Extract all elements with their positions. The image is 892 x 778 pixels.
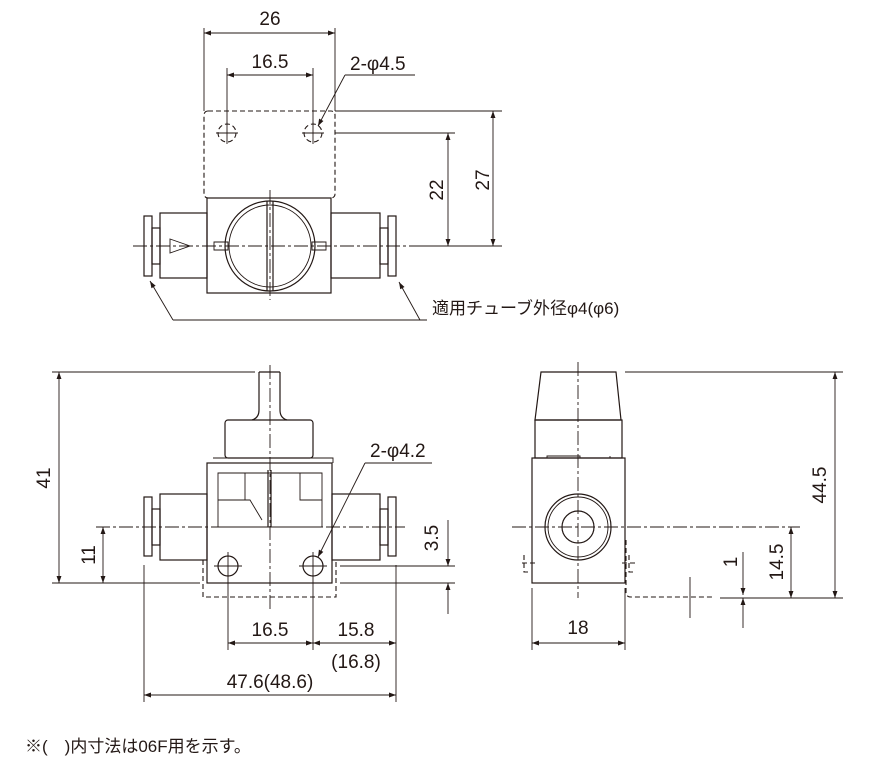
dim-center-height-label: 11 (79, 545, 100, 565)
dim-width-label: 18 (567, 618, 588, 639)
dim-side-alt-label: (16.8) (331, 652, 381, 673)
handle-stem (251, 372, 288, 421)
fitting-right (330, 212, 397, 279)
dim-bracket-height-label: 27 (473, 169, 494, 190)
tube-leader-right (398, 281, 421, 321)
mounting-hole-left (214, 552, 242, 605)
dim-height-label: 44.5 (810, 467, 831, 504)
top-view: 26 16.5 2-φ4.5 22 27 適用チューブ外径φ4(φ6) (133, 9, 619, 321)
mounting-hole-right (302, 122, 324, 144)
dim-side-label: 15.8 (338, 620, 375, 641)
dim-hole-pitch-label: 16.5 (252, 52, 289, 73)
fitting-right (331, 493, 397, 561)
dim-length-label: 47.6(48.6) (227, 672, 314, 693)
hole-label: 2-φ4.2 (370, 441, 426, 462)
handle-knob (224, 419, 314, 459)
tube-size-label: 適用チューブ外径φ4(φ6) (432, 298, 619, 318)
mounting-hole-left (216, 122, 238, 144)
fitting-left (143, 212, 208, 279)
dim-width-label: 26 (259, 9, 280, 30)
hole-label: 2-φ4.5 (350, 54, 406, 75)
dim-bracket-thickness-label: 1 (721, 557, 742, 568)
dim-height-label: 41 (34, 467, 55, 488)
mounting-hole-right (299, 552, 327, 650)
bracket-outline (522, 540, 713, 598)
handle-collar (534, 419, 623, 459)
tube-leader-left (149, 280, 174, 321)
footnote: ※( )内寸法は06F用を示す。 (25, 737, 251, 756)
dim-hole-offset-label: 3.5 (422, 525, 443, 551)
dim-center-height-label: 14.5 (767, 544, 788, 581)
dim-hole-pitch-label: 16.5 (252, 620, 289, 641)
dim-hole-height-label: 22 (427, 179, 448, 200)
front-view: 41 11 3.5 2-φ4.2 16.5 15.8 (16.8) 47.6(4… (34, 365, 455, 702)
valve-body (531, 457, 626, 584)
bracket-outline (202, 560, 337, 598)
hole-leader (317, 462, 366, 558)
hole-leader (317, 74, 346, 127)
side-view: 44.5 14.5 1 18 (512, 362, 843, 650)
